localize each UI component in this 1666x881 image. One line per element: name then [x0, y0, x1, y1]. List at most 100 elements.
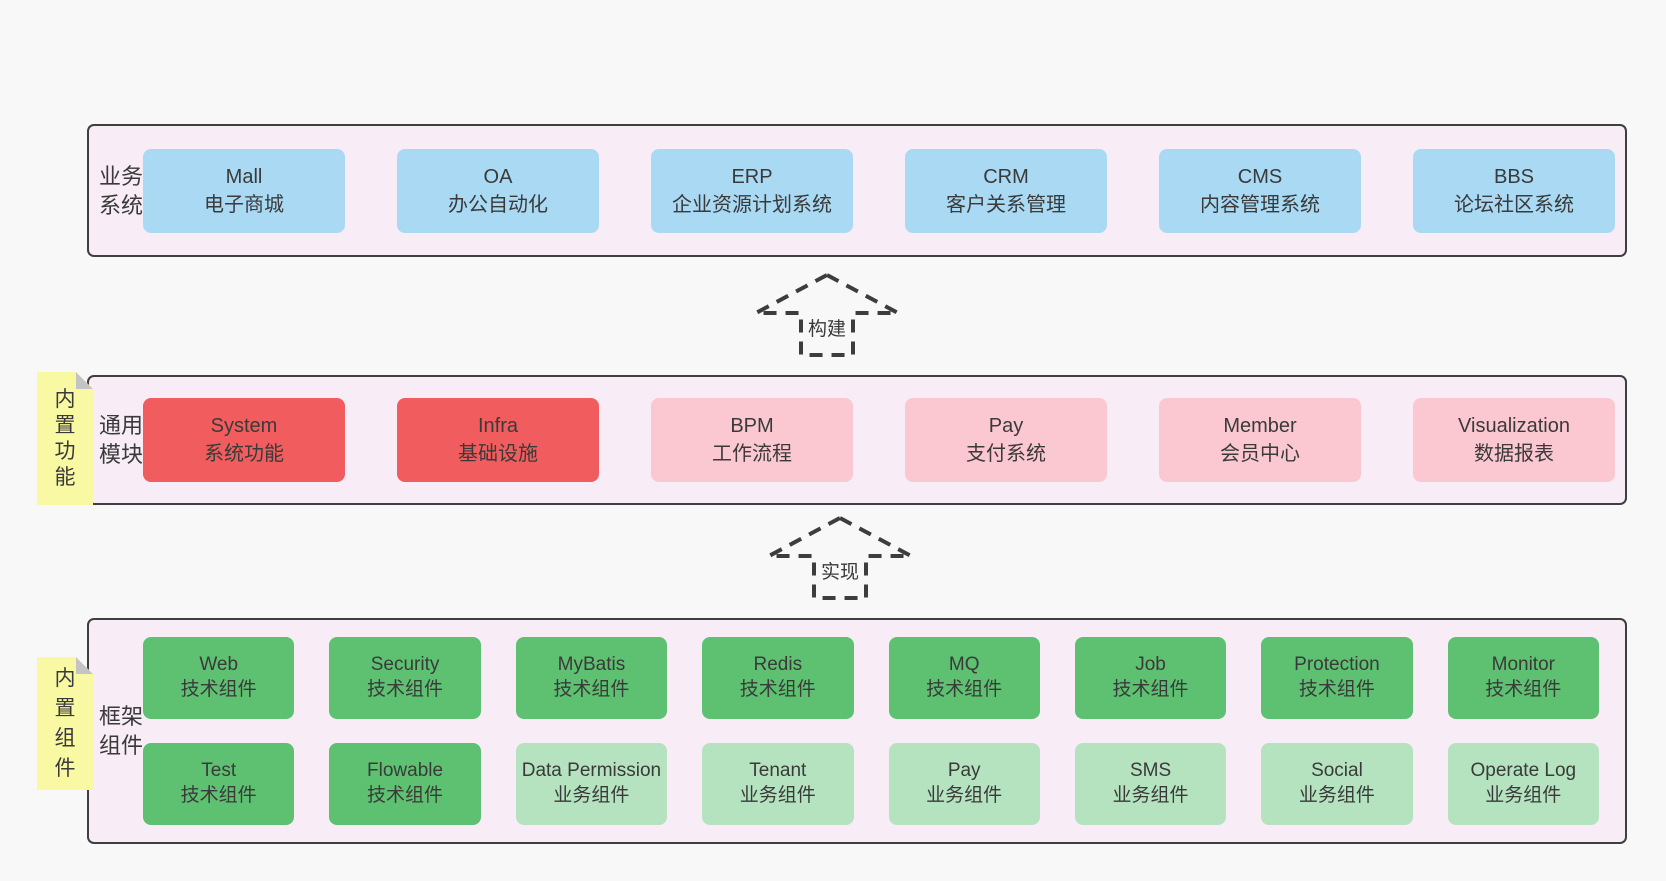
panel-label-business-systems: 业务系统 — [99, 163, 144, 218]
module-name-en: Flowable — [367, 760, 444, 782]
module-row: Test 技术组件 Flowable 技术组件 Data Permission … — [143, 743, 1599, 825]
module-box: Test 技术组件 — [143, 743, 295, 825]
module-label-zh: 工作流程 — [712, 443, 792, 465]
module-name-en: ERP — [731, 165, 773, 188]
module-label-zh: 业务组件 — [739, 785, 816, 806]
module-box: Infra 基础设施 — [397, 398, 599, 482]
module-label-zh: 技术组件 — [553, 679, 630, 700]
module-box: ERP 企业资源计划系统 — [651, 148, 853, 233]
sticky-note-builtin-components: 内置组件 — [37, 657, 93, 790]
module-name-en: Monitor — [1491, 654, 1555, 676]
module-label-zh: 基础设施 — [458, 443, 538, 465]
module-label-zh: 业务组件 — [1485, 785, 1562, 806]
arrow-build: 构建 — [752, 269, 902, 359]
module-box: Protection 技术组件 — [1261, 637, 1413, 719]
module-box: CRM 客户关系管理 — [905, 148, 1107, 233]
module-label-zh: 业务组件 — [1112, 785, 1189, 806]
module-name-en: Test — [201, 760, 237, 782]
module-label-zh: 支付系统 — [966, 443, 1046, 465]
panel-business-systems: 业务系统 Mall 电子商城 OA 办公自动化 ERP 企业资源计划系统 CRM… — [87, 124, 1627, 257]
module-name-en: CRM — [983, 165, 1029, 188]
module-name-en: Visualization — [1458, 415, 1570, 437]
folded-corner-icon — [76, 372, 93, 389]
module-name-en: BBS — [1493, 165, 1535, 188]
module-box: Member 会员中心 — [1159, 398, 1361, 482]
module-box: SMS 业务组件 — [1074, 743, 1227, 825]
module-name-en: OA — [483, 165, 513, 188]
module-name-en: Redis — [753, 654, 803, 676]
module-label-zh: 技术组件 — [180, 785, 257, 806]
module-label-zh: 技术组件 — [180, 679, 257, 700]
module-label-zh: 数据报表 — [1474, 443, 1554, 465]
module-box: MyBatis 技术组件 — [515, 637, 668, 719]
module-box: Web 技术组件 — [143, 637, 295, 719]
module-box: Pay 支付系统 — [905, 398, 1107, 482]
module-row: Mall 电子商城 OA 办公自动化 ERP 企业资源计划系统 CRM 客户关系… — [143, 148, 1615, 233]
module-box: Social 业务组件 — [1261, 743, 1413, 825]
module-box: Data Permission 业务组件 — [515, 743, 668, 825]
module-name-en: SMS — [1129, 760, 1172, 782]
module-label-zh: 办公自动化 — [448, 193, 548, 216]
module-name-en: Job — [1135, 654, 1166, 676]
module-label-zh: 技术组件 — [926, 679, 1003, 700]
module-name-en: Operate Log — [1470, 760, 1577, 782]
module-name-en: Tenant — [749, 760, 807, 782]
module-box: BBS 论坛社区系统 — [1413, 148, 1615, 233]
module-label-zh: 论坛社区系统 — [1454, 193, 1574, 216]
arrow-implement-label: 实现 — [816, 556, 864, 585]
module-box: Tenant 业务组件 — [702, 743, 854, 825]
sticky-note-text: 内置组件 — [54, 666, 76, 780]
module-name-en: MQ — [948, 654, 980, 676]
module-label-zh: 技术组件 — [1485, 679, 1562, 700]
panel-label-framework-components: 框架组件 — [99, 704, 144, 758]
module-label-zh: 技术组件 — [1298, 679, 1375, 700]
module-box: System 系统功能 — [143, 398, 345, 482]
module-name-en: CMS — [1237, 165, 1283, 188]
module-name-en: Pay — [988, 415, 1024, 437]
module-label-zh: 技术组件 — [739, 679, 816, 700]
dashed-up-arrow-icon — [755, 272, 899, 357]
module-label-zh: 电子商城 — [204, 193, 284, 216]
module-name-en: System — [210, 415, 278, 437]
module-box: Operate Log 业务组件 — [1447, 743, 1599, 825]
folded-corner-icon — [76, 657, 93, 674]
panel-common-modules: 内置功能 通用模块 System 系统功能 Infra 基础设施 BPM 工作流… — [87, 375, 1627, 505]
module-label-zh: 客户关系管理 — [946, 193, 1066, 216]
module-label-zh: 会员中心 — [1220, 443, 1300, 465]
sticky-note-builtin-features: 内置功能 — [37, 372, 93, 505]
module-name-en: Security — [370, 654, 440, 676]
module-row: System 系统功能 Infra 基础设施 BPM 工作流程 Pay 支付系统… — [143, 398, 1615, 482]
module-box: BPM 工作流程 — [651, 398, 853, 482]
sticky-note-text: 内置功能 — [54, 387, 76, 489]
module-label-zh: 技术组件 — [367, 785, 444, 806]
module-label-zh: 系统功能 — [204, 443, 284, 465]
module-box: CMS 内容管理系统 — [1159, 148, 1361, 233]
module-box: Mall 电子商城 — [143, 148, 345, 233]
module-box: Redis 技术组件 — [702, 637, 854, 719]
module-name-en: Web — [199, 654, 239, 676]
arrow-implement: 实现 — [765, 512, 915, 602]
module-name-en: Mall — [225, 165, 263, 188]
module-label-zh: 业务组件 — [926, 785, 1003, 806]
panel-framework-components: 内置组件 框架组件 Web 技术组件 Security 技术组件 MyBatis… — [87, 618, 1627, 844]
module-name-en: BPM — [730, 415, 774, 437]
module-label-zh: 技术组件 — [1112, 679, 1189, 700]
module-name-en: Member — [1223, 415, 1297, 437]
module-label-zh: 业务组件 — [1298, 785, 1375, 806]
module-box: Visualization 数据报表 — [1413, 398, 1615, 482]
module-box: Pay 业务组件 — [888, 743, 1040, 825]
module-box: Monitor 技术组件 — [1447, 637, 1599, 719]
module-label-zh: 技术组件 — [367, 679, 444, 700]
module-box: Security 技术组件 — [329, 637, 481, 719]
arrow-build-label: 构建 — [803, 313, 851, 342]
module-name-en: Social — [1311, 760, 1363, 782]
panel-framework-components-rows: Web 技术组件 Security 技术组件 MyBatis 技术组件 Redi… — [143, 620, 1625, 842]
module-name-en: MyBatis — [557, 654, 626, 676]
dashed-up-arrow-icon — [768, 515, 912, 600]
module-box: MQ 技术组件 — [888, 637, 1040, 719]
module-box: Job 技术组件 — [1074, 637, 1227, 719]
module-label-zh: 业务组件 — [553, 785, 630, 806]
module-name-en: Data Permission — [521, 760, 662, 782]
panel-common-modules-rows: System 系统功能 Infra 基础设施 BPM 工作流程 Pay 支付系统… — [143, 377, 1625, 503]
